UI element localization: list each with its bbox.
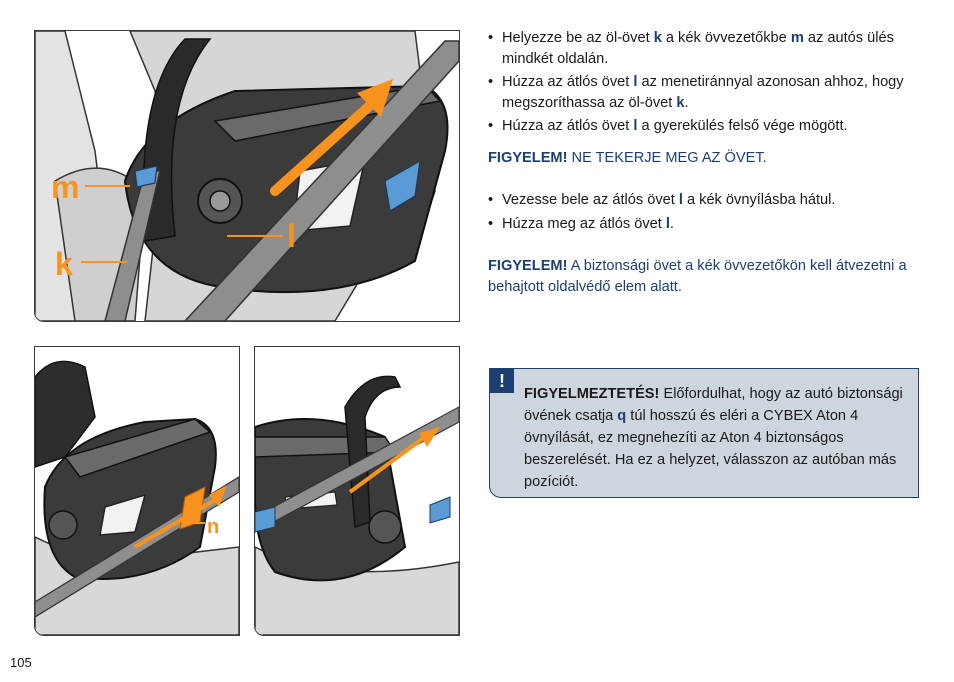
warning-box: ! FIGYELMEZTETÉS! Előfordulhat, hogy az …: [489, 368, 919, 498]
warning-text: FIGYELMEZTETÉS! Előfordulhat, hogy az au…: [524, 386, 903, 490]
list-item: Húzza az átlós övet l az menetiránnyal a…: [488, 72, 928, 113]
page-number: 105: [10, 655, 32, 670]
list-item: Vezesse bele az átlós övet l a kék övnyí…: [488, 190, 928, 211]
label-n: n: [207, 516, 219, 538]
list-item: Húzza az átlós övet l a gyerekülés felső…: [488, 116, 928, 137]
attention-note-2: FIGYELEM! A biztonsági övet a kék övveze…: [488, 258, 907, 295]
bottom-left-illustration: n: [34, 346, 240, 636]
label-k: k: [55, 246, 73, 282]
label-m: m: [51, 169, 79, 205]
label-l: l: [287, 218, 296, 254]
bottom-right-illustration: [254, 346, 460, 636]
instruction-list-1: Helyezze be az öl-övet k a kék övvezetők…: [488, 28, 928, 140]
attention-note-1: FIGYELEM! NE TEKERJE MEG AZ ÖVET.: [488, 150, 767, 166]
list-item: Helyezze be az öl-övet k a kék övvezetők…: [488, 28, 928, 69]
exclamation-icon: !: [490, 369, 514, 393]
instruction-list-2: Vezesse bele az átlós övet l a kék övnyí…: [488, 190, 928, 237]
main-illustration: m k l: [34, 30, 460, 322]
list-item: Húzza meg az átlós övet l.: [488, 214, 928, 235]
